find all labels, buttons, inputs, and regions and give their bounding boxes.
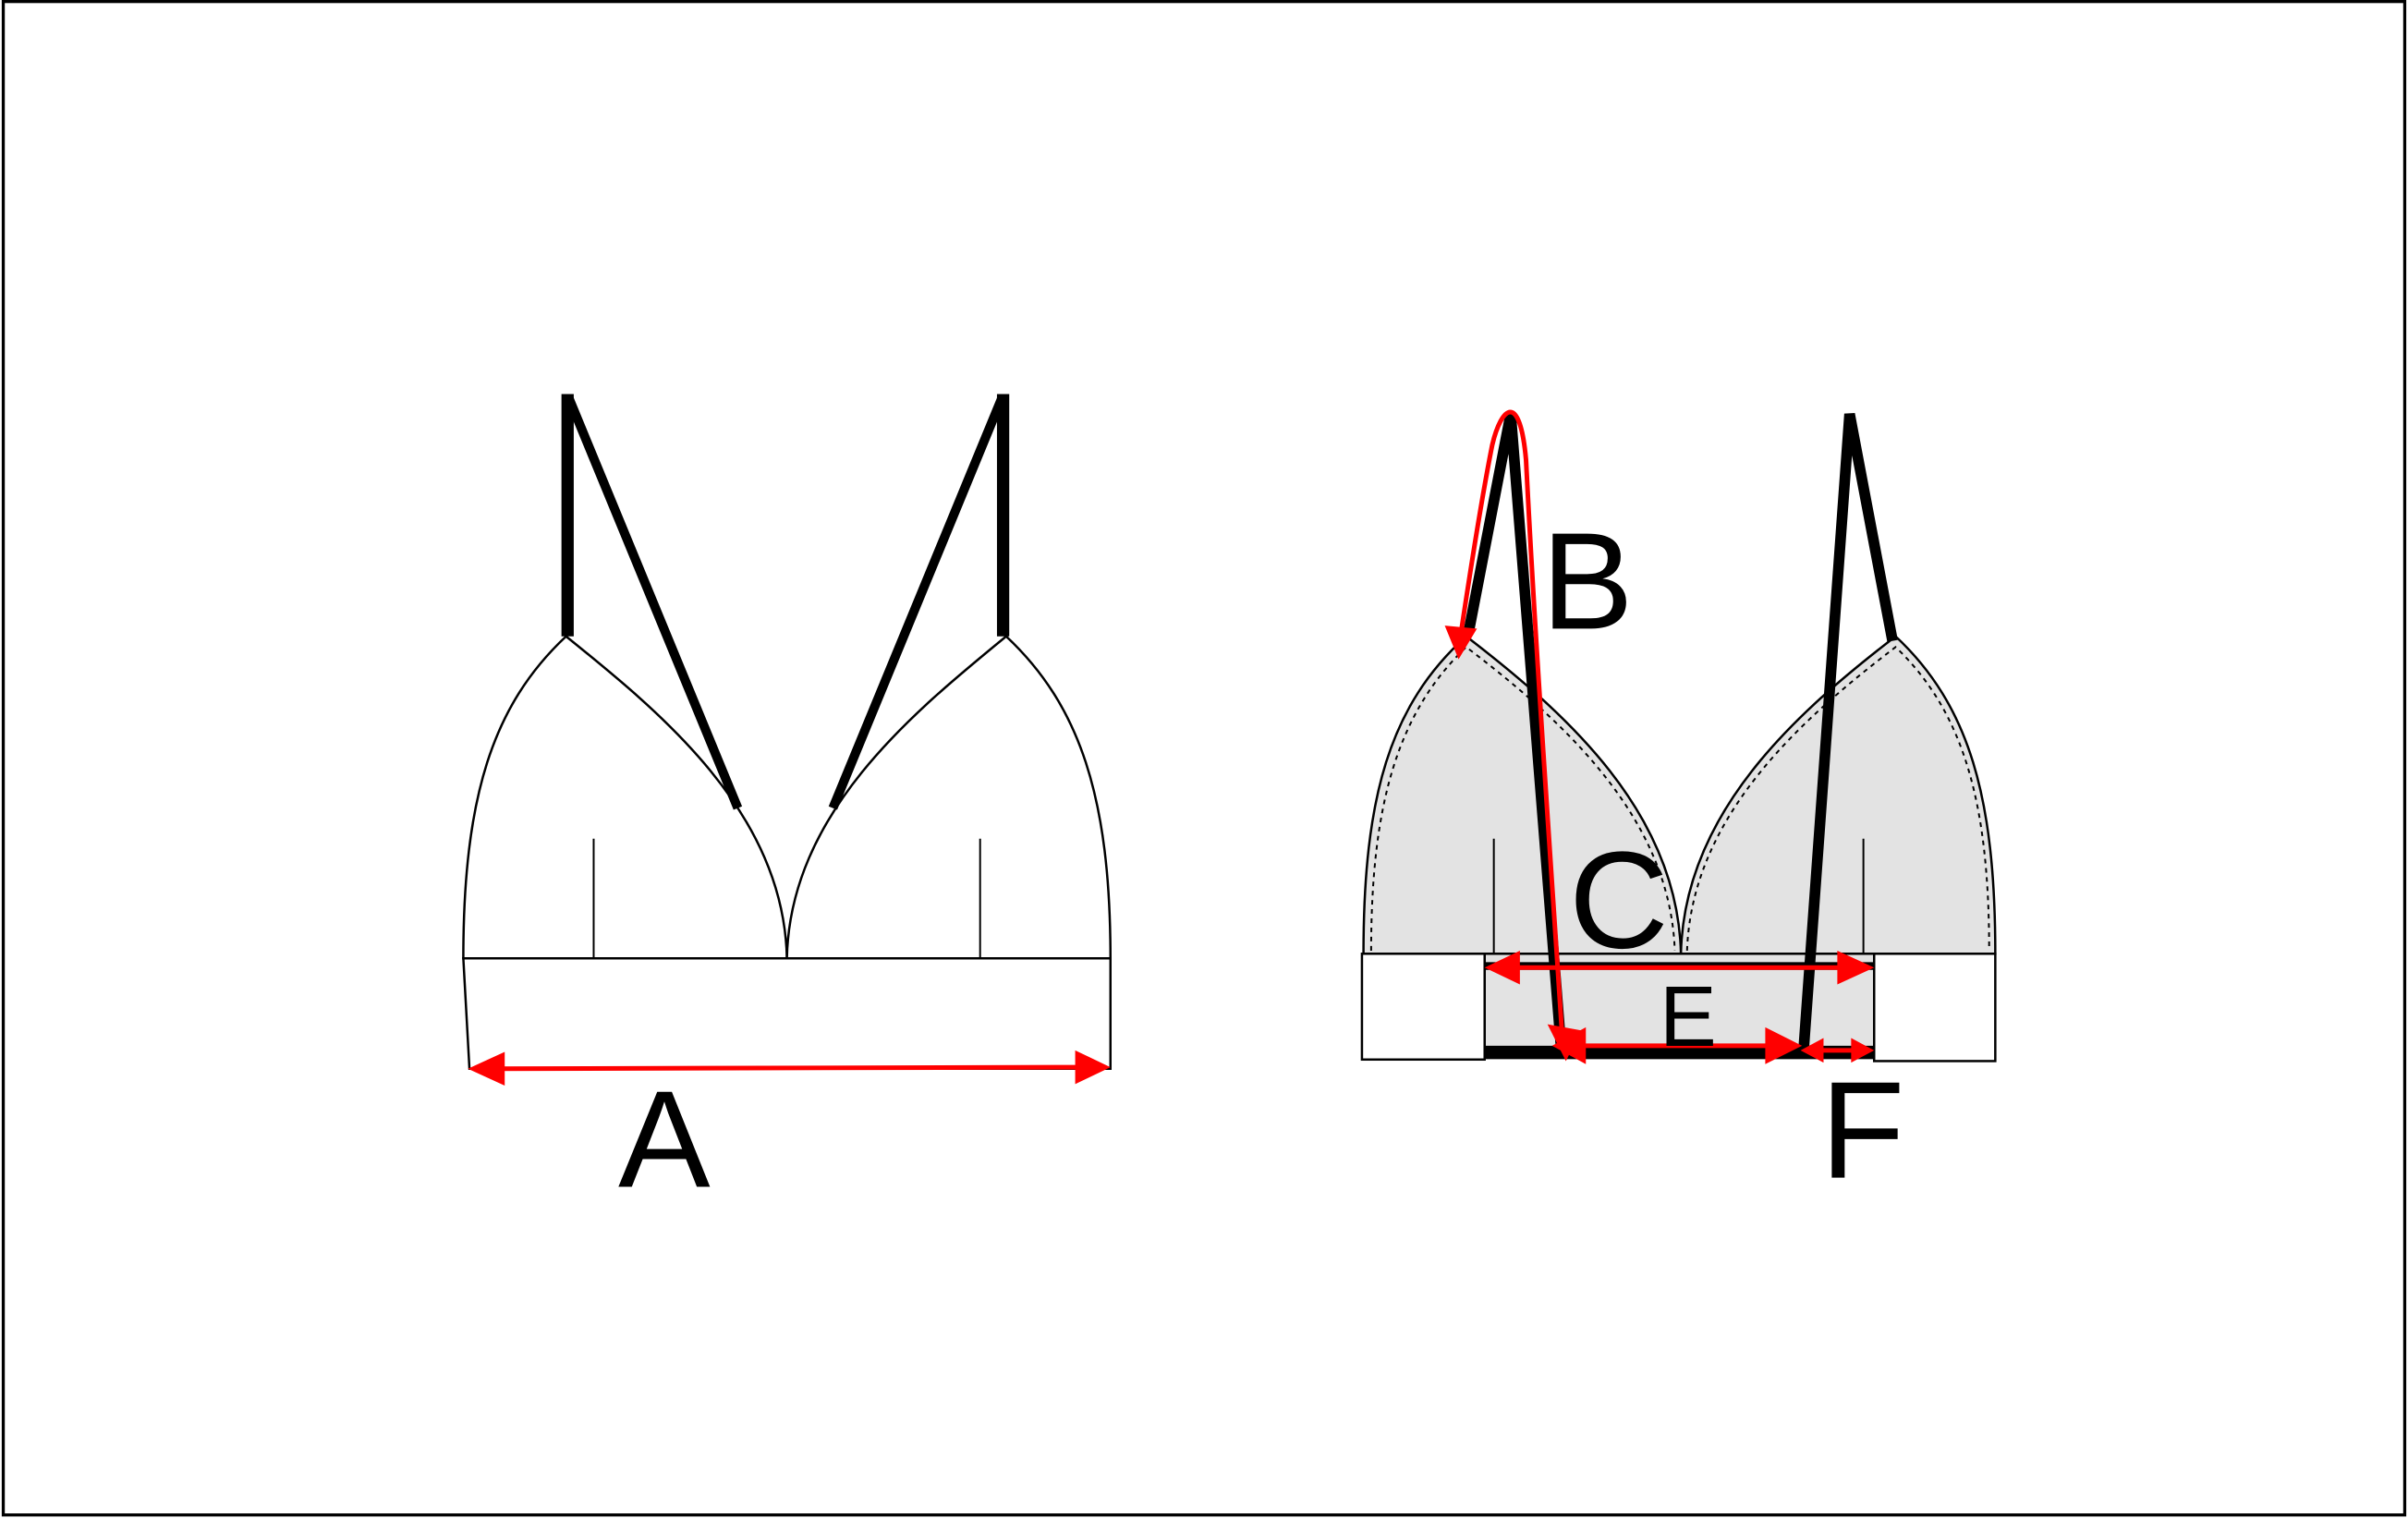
arrowhead — [1551, 1026, 1587, 1064]
arrowhead — [1075, 1050, 1111, 1085]
label-e: E — [1660, 968, 1717, 1064]
arrowhead — [1851, 1038, 1875, 1063]
label-f: F — [1820, 1053, 1904, 1208]
measure-c — [1484, 950, 1875, 985]
right-strap-diagonal — [828, 396, 1006, 810]
arrowhead — [1800, 1038, 1824, 1063]
left-seam-line — [1369, 646, 1676, 951]
band — [462, 957, 1113, 1070]
measure-a — [468, 1050, 1111, 1086]
arrowhead — [468, 1051, 505, 1086]
left-cup-back — [1362, 635, 1683, 955]
measure-f — [1800, 1038, 1875, 1063]
hook-left — [1360, 953, 1486, 1062]
right-cup — [785, 635, 1113, 960]
measure-e — [1551, 1026, 1803, 1064]
label-c: C — [1569, 823, 1669, 978]
arrowhead — [1837, 950, 1875, 985]
arrowhead — [1444, 625, 1478, 660]
arrowhead — [1484, 950, 1520, 985]
label-b: B — [1541, 504, 1634, 658]
left-strap-diagonal — [565, 396, 743, 810]
right-strap-back — [1798, 413, 1898, 1051]
hook-right — [1872, 953, 1997, 1063]
front-view-bra — [462, 394, 1113, 1070]
left-cup — [462, 635, 788, 960]
label-a: A — [618, 1063, 711, 1217]
arrowhead — [1765, 1026, 1803, 1064]
right-seam-line — [1685, 646, 1990, 951]
